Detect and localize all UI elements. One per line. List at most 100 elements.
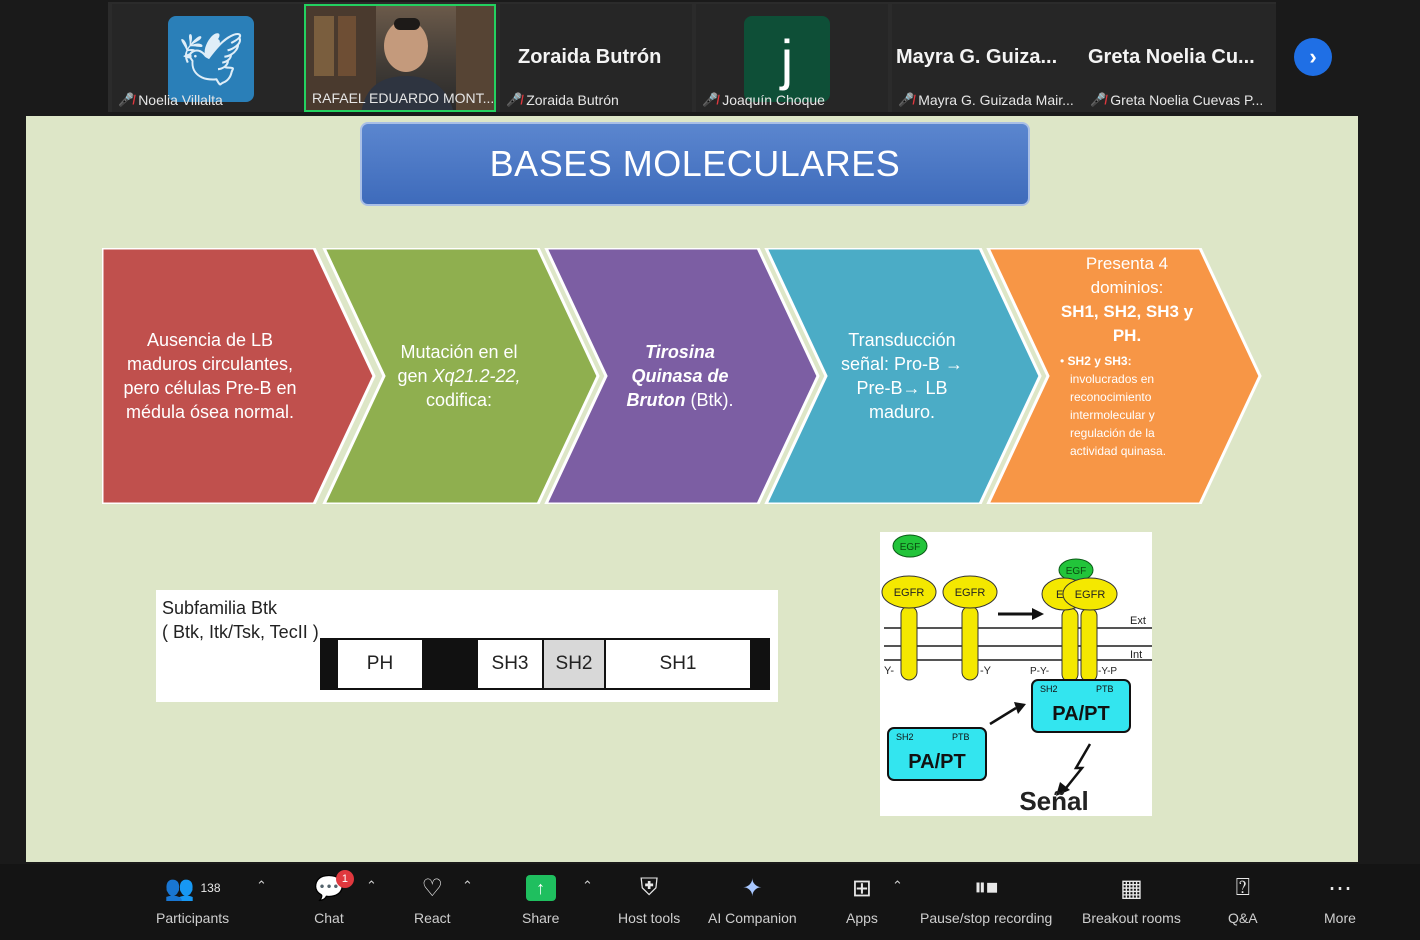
dove-avatar-icon: 🕊 xyxy=(168,16,254,102)
shield-icon: ⛨ xyxy=(640,874,659,901)
participants-count: 138 xyxy=(200,881,221,895)
segment-sh2: SH2 xyxy=(542,638,606,690)
chat-caret-icon[interactable]: ⌃ xyxy=(366,878,377,893)
host-tools-label: Host tools xyxy=(618,910,681,926)
qa-button[interactable]: ⍰ Q&A xyxy=(1228,872,1258,926)
btk-domain-diagram: Subfamilia Btk ( Btk, Itk/Tsk, TecII ) P… xyxy=(156,590,778,702)
ext-label: Ext xyxy=(1130,615,1146,627)
participant-video xyxy=(304,4,496,112)
participant-name: Mayra G. Guizada Mair... xyxy=(918,92,1074,108)
share-caret-icon[interactable]: ⌃ xyxy=(582,878,593,893)
bullet-icon: • xyxy=(1060,354,1068,368)
adaptor-label: PA/PT xyxy=(1052,703,1109,725)
mic-muted-icon: 🎤̸ xyxy=(506,92,523,107)
chevron-5-domains: SH1, SH2, SH3 y PH. xyxy=(1060,302,1194,345)
participants-button[interactable]: 👥 138 Participants xyxy=(156,872,230,927)
react-label: React xyxy=(414,910,451,926)
mic-muted-icon: 🎤̸ xyxy=(118,92,135,107)
egfr-label: EGFR xyxy=(894,587,925,599)
int-label: Int xyxy=(1130,649,1142,661)
mic-muted-icon: 🎤̸ xyxy=(1090,92,1107,107)
chevron-5 xyxy=(986,248,1262,504)
apps-label: Apps xyxy=(846,910,878,926)
participant-tile[interactable]: j 🎤̸Joaquín Choque xyxy=(696,4,888,112)
segment-sh3: SH3 xyxy=(476,638,544,690)
breakout-rooms-button[interactable]: ▦ Breakout rooms xyxy=(1082,872,1181,927)
chevron-2 xyxy=(322,248,600,504)
participant-tile[interactable]: Zoraida Butrón 🎤̸Zoraida Butrón xyxy=(500,4,692,112)
chevron-1 xyxy=(102,248,376,504)
chevron-3-abbrev: (Btk). xyxy=(685,390,734,410)
participant-name: RAFAEL EDUARDO MONT... xyxy=(312,90,495,106)
chevron-3 xyxy=(544,248,820,504)
more-button[interactable]: ⋯ More xyxy=(1324,872,1356,927)
chevron-5-text-box: Presenta 4 dominios: SH1, SH2, SH3 y PH.… xyxy=(1052,248,1202,508)
grid-icon: ▦ xyxy=(1120,874,1143,902)
mic-muted-icon: 🎤̸ xyxy=(898,92,915,107)
chevron-5-bullet-head: SH2 y SH3: xyxy=(1067,354,1132,368)
avatar: j xyxy=(744,16,830,102)
more-dots-icon: ⋯ xyxy=(1327,874,1352,902)
egf-label: EGF xyxy=(900,542,921,553)
participant-tile[interactable]: 🕊 🎤̸Noelia Villalta xyxy=(112,4,304,112)
chevron-3-text-box: Tirosina Quinasa de Bruton (Btk). xyxy=(614,248,746,504)
egfr-label: EGFR xyxy=(1075,589,1106,601)
py-left-label: P-Y- xyxy=(1030,666,1049,677)
recording-label: Pause/stop recording xyxy=(920,910,1053,926)
chevron-2-text-box: Mutación en el gen Xq21.2-22, codifica: xyxy=(394,248,524,504)
participant-name: Zoraida Butrón xyxy=(526,92,619,108)
sh2-label: SH2 xyxy=(1040,684,1058,694)
apps-caret-icon[interactable]: ⌃ xyxy=(892,878,903,893)
chevron-1-text: Ausencia de LB maduros circulantes, pero… xyxy=(123,330,297,422)
chat-button[interactable]: 💬1 Chat xyxy=(314,870,354,926)
segment-sh1: SH1 xyxy=(604,638,752,690)
participants-label: Participants xyxy=(156,910,230,926)
react-button[interactable]: ♡ React xyxy=(414,872,451,927)
chevron-2-text-a: Mutación en el gen xyxy=(397,342,518,386)
ptb-label: PTB xyxy=(952,732,970,742)
participant-tile[interactable]: Greta Noelia Cu... 🎤̸Greta Noelia Cuevas… xyxy=(1084,4,1276,112)
share-button[interactable]: ↑ Share xyxy=(522,872,559,926)
ptb-label: PTB xyxy=(1096,684,1114,694)
ai-companion-button[interactable]: ✦ AI Companion xyxy=(708,872,797,927)
participant-tile[interactable]: Mayra G. Guiza... 🎤̸Mayra G. Guizada Mai… xyxy=(892,4,1084,112)
participants-icon: 👥 xyxy=(164,874,195,902)
diagram-title-line2: ( Btk, Itk/Tsk, TecII ) xyxy=(162,622,319,642)
segment-cap xyxy=(750,638,770,690)
participant-display-name: Mayra G. Guiza... xyxy=(896,46,1058,68)
host-tools-button[interactable]: ⛨ Host tools xyxy=(618,872,680,926)
question-icon: ⍰ xyxy=(1235,874,1250,901)
apps-button[interactable]: ⊞ Apps xyxy=(846,872,878,927)
py-right-label: -Y-P xyxy=(1098,666,1117,677)
diagram-title-line1: Subfamilia Btk xyxy=(162,598,278,618)
y-left-label: Y- xyxy=(884,665,894,677)
egf-label: EGF xyxy=(1066,566,1087,577)
share-label: Share xyxy=(522,910,560,926)
react-caret-icon[interactable]: ⌃ xyxy=(462,878,473,893)
ai-companion-label: AI Companion xyxy=(708,910,797,926)
participant-display-name: Greta Noelia Cu... xyxy=(1088,46,1255,68)
chevron-5-bullet-text: involucrados en reconocimiento intermole… xyxy=(1070,372,1167,458)
apps-icon: ⊞ xyxy=(851,874,873,902)
chevron-4 xyxy=(764,248,1042,504)
egfr-signaling-diagram: EGF EGF Ext Int EGFR Y- EGFR -Y xyxy=(880,532,1152,816)
chevron-5-head: Presenta 4 dominios: xyxy=(1085,254,1169,297)
pause-stop-icon: ⏸⏹ xyxy=(974,874,999,901)
qa-label: Q&A xyxy=(1228,910,1258,926)
egfr-drawing: EGF EGF Ext Int EGFR Y- EGFR -Y xyxy=(881,534,1152,816)
share-arrow-icon: ↑ xyxy=(525,875,556,901)
video-frame xyxy=(306,6,494,110)
next-page-chevron-icon[interactable]: › xyxy=(1294,38,1332,76)
chevron-2-gene: Xq21.2-22, xyxy=(432,366,521,386)
chevron-3-enzyme: Tirosina Quinasa de Bruton xyxy=(626,342,729,410)
segment-ph: PH xyxy=(336,638,424,690)
participants-caret-icon[interactable]: ⌃ xyxy=(256,878,267,893)
process-chevrons: Ausencia de LB maduros circulantes, pero… xyxy=(102,248,1262,504)
participant-tile-active-speaker[interactable]: RAFAEL EDUARDO MONT... xyxy=(304,4,496,112)
meeting-toolbar: 👥138 Participants ⌃ 💬1 Chat ⌃ ♡ React ⌃ … xyxy=(0,864,1420,940)
pause-stop-recording-button[interactable]: ⏸⏹ Pause/stop recording xyxy=(920,872,1052,926)
segment-linker xyxy=(422,638,478,690)
chevron-4-text: Transducción señal: Pro-B → Pre-B→ LB ma… xyxy=(840,330,964,422)
chevron-2-text-c: codifica: xyxy=(425,390,493,410)
chat-label: Chat xyxy=(314,910,344,926)
